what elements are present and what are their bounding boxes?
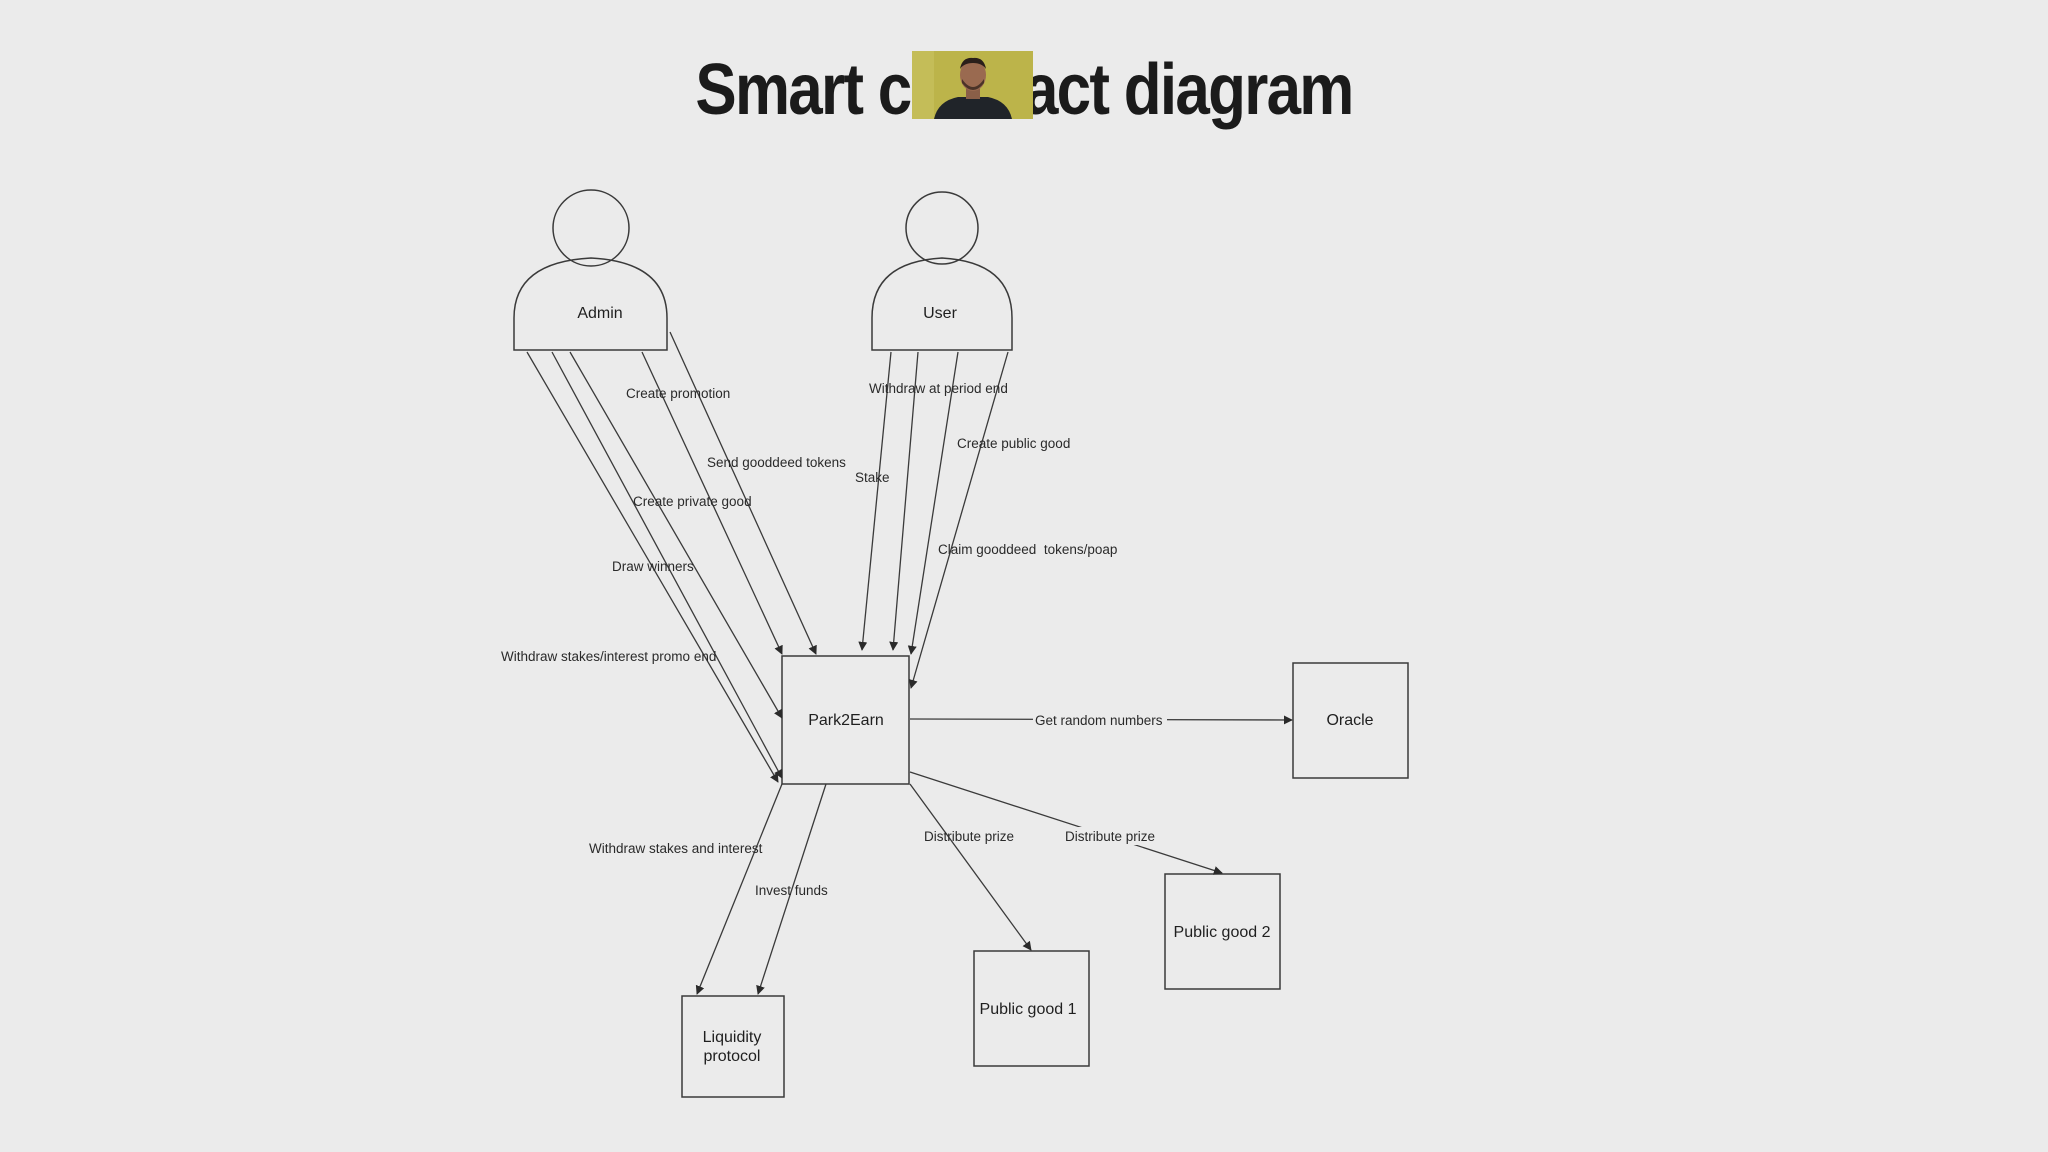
park2earn-edges [695, 715, 1293, 995]
user-label: User [923, 305, 957, 322]
presenter-webcam [912, 51, 1033, 119]
label-create-private-good: Create private good [633, 494, 752, 509]
user-body [871, 257, 1013, 351]
edge-withdraw-stakes-and-interest [695, 783, 783, 995]
edge-withdraw-at-period-end [889, 351, 919, 651]
user-head [905, 191, 979, 265]
user-actor: User [871, 191, 1013, 351]
liquidity-protocol-label-line2: protocol [704, 1048, 761, 1065]
label-create-promotion: Create promotion [626, 386, 730, 401]
edge-distribute-prize-1 [909, 783, 1032, 951]
label-invest-funds: Invest funds [755, 883, 828, 898]
label-withdraw-stakes-interest-promo-end: Withdraw stakes/interest promo end [501, 649, 716, 664]
edge-send-gooddeed-tokens [641, 351, 783, 655]
admin-body [513, 257, 668, 351]
admin-head [552, 189, 630, 267]
user-edges [858, 351, 1009, 689]
presenter-silhouette-icon [912, 51, 1033, 119]
label-draw-winners: Draw winners [612, 559, 694, 574]
liquidity-protocol-label-line1: Liquidity [703, 1029, 762, 1046]
edge-distribute-prize-2 [909, 771, 1223, 875]
park2earn-label: Park2Earn [808, 712, 884, 729]
public-good-1-node: Public good 1 [973, 950, 1090, 1067]
public-good-2-label: Public good 2 [1174, 924, 1271, 941]
label-withdraw-stakes-and-interest: Withdraw stakes and interest [589, 841, 763, 856]
label-send-gooddeed-tokens: Send gooddeed tokens [707, 455, 846, 470]
public-good-1-label: Public good 1 [980, 1001, 1077, 1018]
admin-edge-labels: Create promotion Send gooddeed tokens Cr… [501, 386, 846, 664]
edge-stake [858, 351, 892, 651]
oracle-node: Oracle [1292, 662, 1409, 779]
park2earn-node: Park2Earn [781, 655, 910, 785]
edge-withdraw-stakes-interest-promo-end [526, 351, 779, 783]
edge-create-private-good [569, 351, 783, 719]
admin-actor: Admin [513, 189, 668, 351]
label-get-random-numbers: Get random numbers [1035, 713, 1163, 728]
oracle-label: Oracle [1326, 712, 1373, 729]
edge-create-public-good [907, 351, 959, 655]
liquidity-protocol-node: Liquidity protocol [681, 995, 785, 1098]
label-withdraw-at-period-end: Withdraw at period end [869, 381, 1008, 396]
label-claim-gooddeed-tokens-poap: Claim gooddeed tokens/poap [938, 542, 1117, 557]
label-distribute-prize-1: Distribute prize [924, 829, 1014, 844]
label-stake: Stake [855, 470, 890, 485]
admin-label: Admin [577, 305, 622, 322]
label-distribute-prize-2: Distribute prize [1065, 829, 1155, 844]
park2earn-edge-labels: Get random numbers Distribute prize Dist… [589, 710, 1167, 898]
edge-create-promotion [669, 331, 817, 655]
edge-draw-winners [551, 351, 783, 779]
edge-invest-funds [756, 783, 827, 995]
user-edge-labels: Withdraw at period end Stake Create publ… [855, 381, 1117, 557]
label-create-public-good: Create public good [957, 436, 1070, 451]
public-good-2-node: Public good 2 [1164, 873, 1281, 990]
edge-claim-gooddeed-tokens-poap [908, 351, 1009, 689]
admin-edges [526, 331, 817, 783]
